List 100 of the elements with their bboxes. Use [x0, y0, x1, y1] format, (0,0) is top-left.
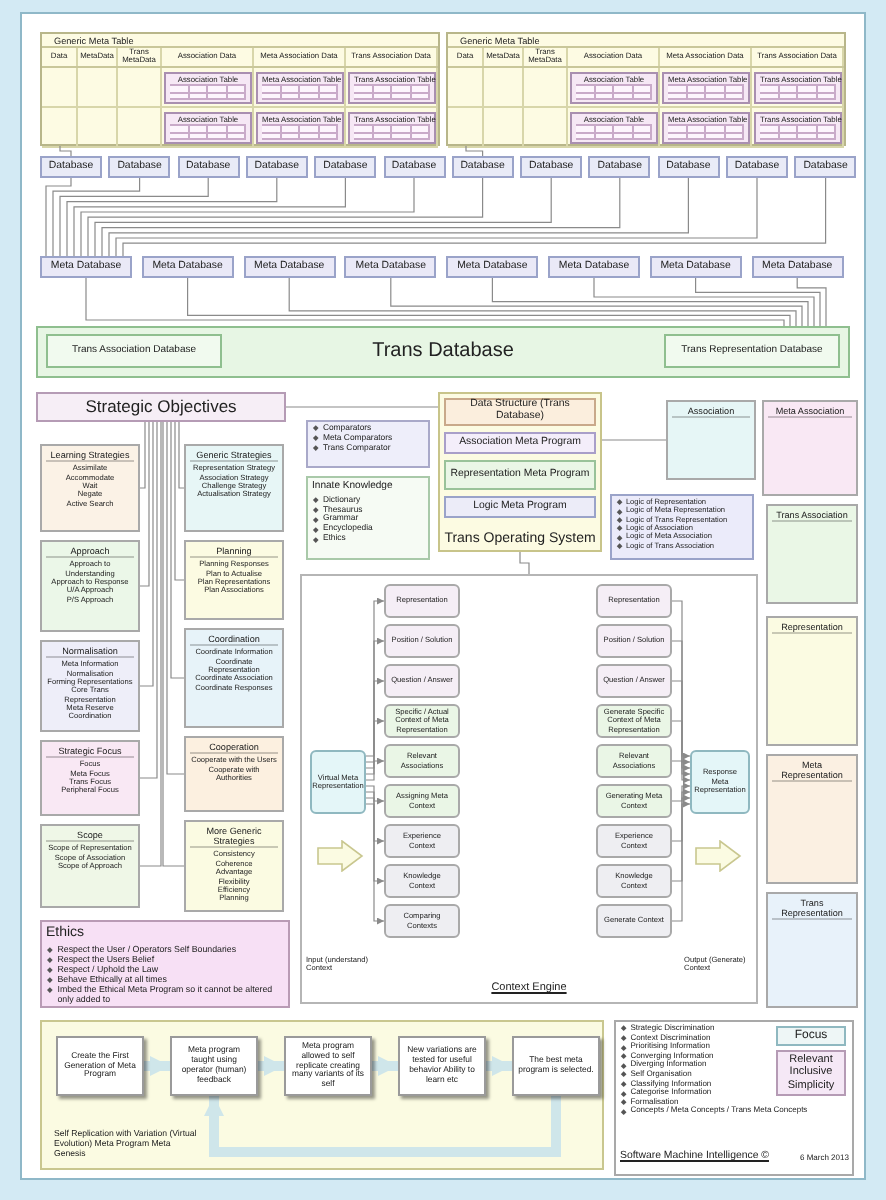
context-box	[596, 824, 672, 858]
strategy-card	[184, 820, 284, 912]
database-box	[451, 156, 514, 178]
context-box	[384, 824, 460, 858]
step-box	[170, 1036, 258, 1096]
comparator-list	[306, 420, 430, 468]
arrow	[671, 760, 691, 784]
arrow	[671, 788, 691, 842]
meta-database-box	[344, 256, 437, 278]
connector-line	[601, 439, 667, 441]
arrow	[671, 800, 691, 922]
database-box	[664, 334, 840, 368]
strategy-card	[184, 628, 284, 728]
context-engine-panel	[300, 574, 758, 1004]
database-box	[520, 156, 583, 178]
context-box	[384, 904, 460, 938]
context-box	[384, 744, 460, 778]
context-box	[596, 704, 672, 738]
database-box	[314, 156, 377, 178]
context-box	[596, 784, 672, 818]
arrow	[365, 797, 385, 885]
connector-line	[66, 177, 278, 257]
meta-database-box	[649, 256, 742, 278]
database-box	[177, 156, 240, 178]
arrow	[365, 677, 385, 769]
context-box	[384, 624, 460, 658]
arrow	[486, 1056, 512, 1076]
connector-line	[695, 277, 821, 327]
context-box	[596, 624, 672, 658]
representation-box	[310, 750, 366, 814]
operating-system-panel	[438, 392, 602, 552]
connector-line	[178, 421, 185, 489]
connector-line	[87, 177, 484, 257]
strategy-card	[184, 736, 284, 812]
evolution-panel	[40, 1020, 604, 1170]
program-box	[444, 432, 596, 454]
knowledge-list	[306, 476, 430, 560]
program-box	[444, 460, 596, 490]
connector-line	[519, 551, 530, 575]
database-box	[383, 156, 445, 178]
context-box	[384, 704, 460, 738]
arrow	[671, 680, 691, 772]
step-box	[512, 1036, 600, 1096]
context-box	[596, 744, 672, 778]
context-box	[384, 584, 460, 618]
connector-line	[45, 177, 72, 257]
database-box	[108, 156, 171, 178]
connector-line	[73, 177, 346, 257]
focus-box	[776, 1026, 846, 1046]
database-box	[40, 156, 102, 178]
connector-line	[139, 421, 146, 489]
arrow	[365, 757, 385, 781]
arrow	[671, 794, 691, 882]
concept-card	[766, 504, 858, 604]
connector-line	[139, 421, 158, 779]
meta-database-box	[548, 256, 640, 278]
arrow	[671, 600, 691, 760]
meta-database-box	[446, 256, 539, 278]
connector-line	[162, 421, 185, 867]
concept-card	[766, 616, 858, 746]
context-box	[384, 784, 460, 818]
connector-line	[285, 406, 439, 408]
connector-line	[465, 145, 484, 157]
strategy-card	[40, 740, 140, 816]
arrow	[365, 637, 385, 763]
context-box	[384, 664, 460, 698]
connector-line	[139, 421, 150, 587]
meta-database-box	[751, 256, 844, 278]
strategy-card	[40, 640, 140, 732]
arrow	[365, 803, 385, 925]
step-box	[398, 1036, 486, 1096]
step-box	[56, 1036, 144, 1096]
database-box	[794, 156, 857, 178]
strategy-card	[184, 540, 284, 620]
meta-database-box	[141, 256, 234, 278]
arrow	[365, 717, 385, 775]
arrow	[258, 1056, 284, 1076]
objective-banner	[36, 392, 286, 422]
arrow	[671, 782, 691, 802]
connector-line	[491, 277, 809, 327]
arrow	[144, 1056, 170, 1076]
connector-line	[174, 421, 185, 581]
arrow	[671, 640, 691, 766]
context-box	[596, 864, 672, 898]
connector-line	[80, 177, 415, 257]
strategy-card	[184, 444, 284, 532]
connector-line	[593, 277, 815, 327]
database-box	[726, 156, 788, 178]
connector-line	[288, 277, 797, 327]
context-box	[384, 864, 460, 898]
concept-card	[762, 400, 858, 496]
database-box	[657, 156, 720, 178]
principle-box	[776, 1050, 846, 1096]
principles-panel	[614, 1020, 854, 1176]
connector-line	[170, 421, 185, 679]
connector-line	[85, 277, 785, 327]
arrow	[204, 1096, 561, 1157]
ethics-panel	[40, 920, 290, 1008]
arrow	[365, 785, 385, 805]
meta-database-box	[243, 256, 336, 278]
